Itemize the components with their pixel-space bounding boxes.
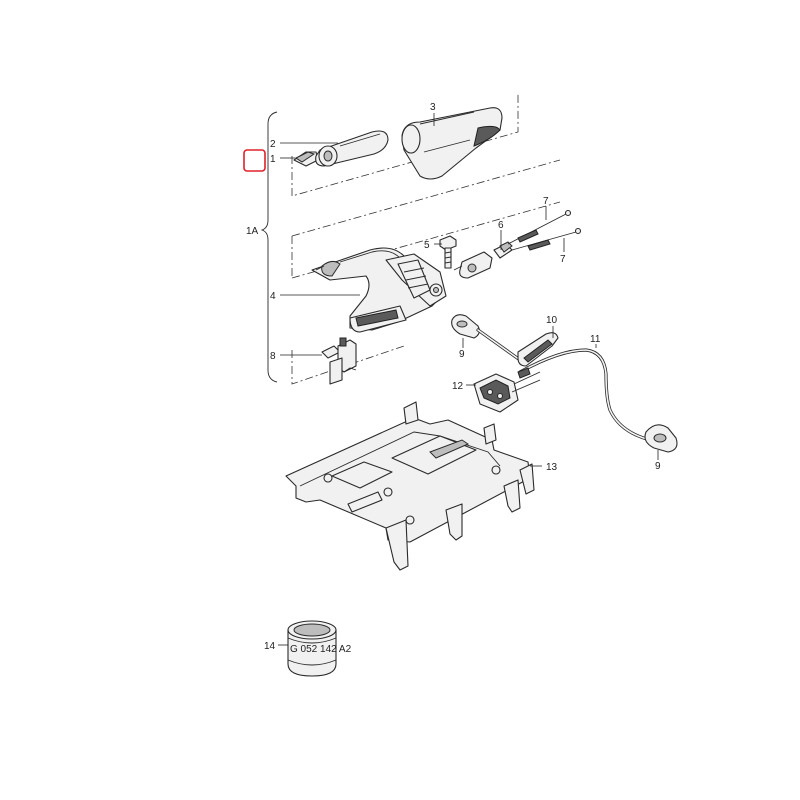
callout-7-upper[interactable]: 7 <box>543 196 549 207</box>
part-10-cable-connector[interactable] <box>517 332 559 367</box>
part-5-bolt[interactable] <box>439 235 457 269</box>
callout-9-lower[interactable]: 9 <box>655 461 661 472</box>
callout-2[interactable]: 2 <box>270 139 276 150</box>
part-2-handle-grip[interactable] <box>315 130 389 167</box>
assembly-outline <box>291 92 561 385</box>
callout-7-lower[interactable]: 7 <box>560 254 566 265</box>
callout-labels: 1 2 1A 3 4 5 6 7 7 8 9 9 10 11 12 13 14 <box>246 102 661 652</box>
callout-1a[interactable]: 1A <box>246 226 259 237</box>
part-1-grip-cap[interactable] <box>293 151 319 167</box>
callout-8[interactable]: 8 <box>270 351 276 362</box>
selected-part-marker[interactable] <box>243 149 266 172</box>
part-14-marking: G 052 142 A2 <box>290 644 352 655</box>
callout-12[interactable]: 12 <box>452 381 464 392</box>
part-4-handbrake-lever[interactable] <box>311 247 447 333</box>
callout-1[interactable]: 1 <box>270 154 276 165</box>
callout-9-upper[interactable]: 9 <box>459 349 465 360</box>
callout-14[interactable]: 14 <box>264 641 276 652</box>
part-9-cable-eye-upper[interactable] <box>451 314 480 339</box>
group-brace-1a <box>260 111 278 383</box>
callout-6[interactable]: 6 <box>498 220 504 231</box>
callout-11[interactable]: 11 <box>590 334 601 345</box>
part-8-switch[interactable] <box>321 337 357 385</box>
part-14-sleeve[interactable] <box>287 620 337 677</box>
callout-5[interactable]: 5 <box>424 240 430 251</box>
callout-4[interactable]: 4 <box>270 291 276 302</box>
part-12-actuator[interactable] <box>473 367 541 413</box>
leader-lines <box>278 113 659 646</box>
part-3-boot-cover[interactable] <box>401 107 503 180</box>
callout-10[interactable]: 10 <box>546 315 558 326</box>
part-9-cable-eye-lower[interactable] <box>644 424 678 453</box>
callout-3[interactable]: 3 <box>430 102 436 113</box>
callout-13[interactable]: 13 <box>546 462 558 473</box>
part-13-mounting-frame[interactable] <box>285 401 535 571</box>
part-11-cable[interactable] <box>476 328 652 442</box>
part-6-cable-adjuster[interactable] <box>453 241 513 279</box>
part-7-brake-cables[interactable] <box>507 209 582 251</box>
